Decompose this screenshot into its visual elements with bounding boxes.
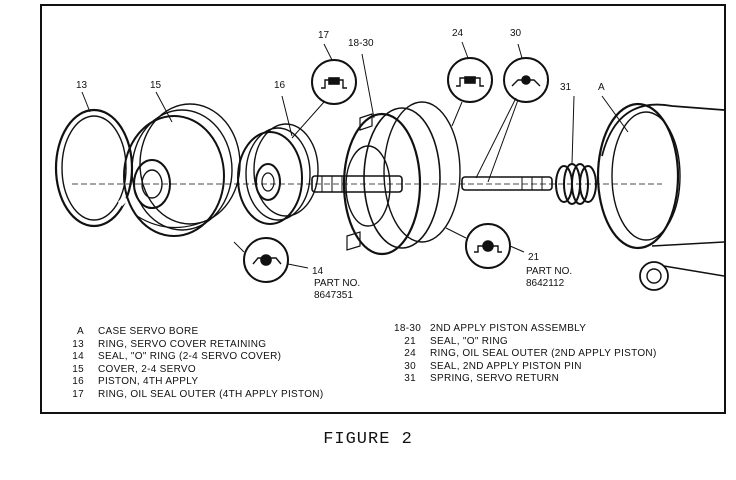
legend-item: 21 SEAL, "O" RING bbox=[394, 336, 657, 349]
callout-24: 24 bbox=[452, 28, 464, 39]
legend-text: SEAL, "O" RING (2-4 SERVO COVER) bbox=[98, 351, 282, 362]
callout-21: 21 bbox=[528, 252, 540, 263]
callout-31: 31 bbox=[560, 82, 572, 93]
legend-right: 18-30 2ND APPLY PISTON ASSEMBLY 21 SEAL, "… bbox=[394, 323, 657, 386]
legend-item: 24 RING, OIL SEAL OUTER (2ND APPLY PISTON… bbox=[394, 348, 657, 361]
callout-13: 13 bbox=[76, 80, 88, 91]
figure-frame: 13 15 16 17 18-30 24 30 31 A 14 21 PART … bbox=[40, 4, 726, 414]
legend-key: 21 bbox=[404, 335, 416, 347]
retaining-ring-13 bbox=[54, 108, 134, 228]
legend-text: RING, OIL SEAL OUTER (2ND APPLY PISTON) bbox=[430, 348, 657, 359]
legend-text: CASE SERVO BORE bbox=[98, 326, 199, 337]
legend-left: A CASE SERVO BORE 13 RING, SERVO COVER RET… bbox=[62, 326, 323, 401]
legend-text: SPRING, SERVO RETURN bbox=[430, 373, 560, 384]
case-servo-bore-A bbox=[596, 102, 724, 291]
callout-16: 16 bbox=[274, 80, 286, 91]
callout-circle-24 bbox=[447, 57, 493, 103]
piston-4th-apply-16 bbox=[237, 123, 319, 225]
legend-item: A CASE SERVO BORE bbox=[62, 326, 323, 339]
legend-key: 30 bbox=[404, 360, 416, 372]
legend-item: 17 RING, OIL SEAL OUTER (4TH APPLY PISTON… bbox=[62, 389, 323, 402]
legend-text: PISTON, 4TH APPLY bbox=[98, 376, 199, 387]
legend-key: 15 bbox=[72, 363, 84, 375]
legend-key: 24 bbox=[404, 348, 416, 359]
callout-circle-14 bbox=[243, 237, 289, 283]
legend-item: 16 PISTON, 4TH APPLY bbox=[62, 376, 323, 389]
legend-key: 18-30 bbox=[394, 323, 422, 334]
servo-cover-15 bbox=[123, 103, 241, 237]
callout-14: 14 bbox=[312, 266, 324, 277]
legend-key: 31 bbox=[404, 373, 416, 384]
part-no-value-right: 8642112 bbox=[526, 278, 565, 289]
callout-circle-21 bbox=[465, 223, 511, 269]
legend-item: 18-30 2ND APPLY PISTON ASSEMBLY bbox=[394, 323, 657, 336]
legend-item: 15 COVER, 2-4 SERVO bbox=[62, 364, 323, 377]
callout-A: A bbox=[598, 82, 605, 93]
leader-lines bbox=[81, 41, 629, 269]
callout-circle-17 bbox=[311, 59, 357, 105]
legend-text: SEAL, "O" RING bbox=[430, 335, 508, 347]
figure-caption: FIGURE 2 bbox=[323, 430, 413, 449]
part-no-label-right: PART NO. bbox=[526, 266, 572, 277]
legend-key: 14 bbox=[72, 351, 84, 362]
callout-15: 15 bbox=[150, 80, 162, 91]
legend-item: 14 SEAL, "O" RING (2-4 SERVO COVER) bbox=[62, 351, 323, 364]
legend-key: 16 bbox=[72, 376, 84, 387]
part-no-value-left: 8647351 bbox=[314, 290, 353, 301]
callout-17: 17 bbox=[318, 30, 330, 41]
exploded-view-drawing: 13 15 16 17 18-30 24 30 31 A 14 21 PART … bbox=[54, 28, 724, 301]
callout-18-30: 18-30 bbox=[348, 38, 374, 49]
legend-item: 13 RING, SERVO COVER RETAINING bbox=[62, 339, 323, 352]
legend-item: 30 SEAL, 2ND APPLY PISTON PIN bbox=[394, 361, 657, 374]
legend-text: RING, SERVO COVER RETAINING bbox=[98, 338, 267, 350]
apply-piston-assembly-18-30 bbox=[311, 101, 553, 256]
legend-text: COVER, 2-4 SERVO bbox=[98, 363, 196, 375]
legend-text: RING, OIL SEAL OUTER (4TH APPLY PISTON) bbox=[98, 388, 324, 400]
part-no-label-left: PART NO. bbox=[314, 278, 360, 289]
legend-item: 31 SPRING, SERVO RETURN bbox=[394, 373, 657, 386]
callout-circle-30 bbox=[503, 57, 549, 103]
legend-key: 17 bbox=[72, 388, 84, 400]
legend-key: A bbox=[77, 326, 84, 337]
callout-30: 30 bbox=[510, 28, 522, 39]
legend-text: SEAL, 2ND APPLY PISTON PIN bbox=[430, 360, 582, 372]
legend-text: 2ND APPLY PISTON ASSEMBLY bbox=[430, 323, 587, 334]
legend-key: 13 bbox=[72, 338, 84, 350]
